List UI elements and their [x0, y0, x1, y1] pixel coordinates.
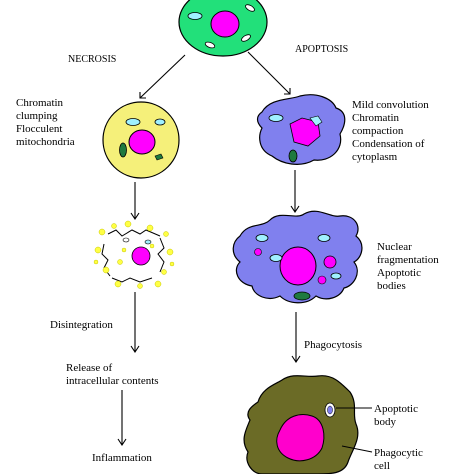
svg-text:Nuclear: Nuclear — [377, 241, 412, 253]
apoptotic-body-label: Apoptotic body — [374, 403, 418, 428]
svg-text:body: body — [374, 416, 397, 428]
necrotic-swollen-cell — [102, 101, 180, 179]
svg-text:cytoplasm: cytoplasm — [352, 151, 398, 163]
phagocytic-cell-label: Phagocytic cell — [374, 447, 423, 472]
svg-text:mitochondria: mitochondria — [16, 136, 75, 148]
svg-text:Chromatin: Chromatin — [352, 112, 400, 124]
necrosis-label: NECROSIS — [68, 54, 116, 65]
apoptosis-label: APOPTOSIS — [295, 44, 348, 55]
apoptosis-stage2-text: Nuclear fragmentation Apoptotic bodies — [377, 241, 439, 292]
phagocyte-pointer-lines — [336, 407, 373, 453]
arrow-necrosis-3 — [117, 390, 127, 446]
svg-text:Phagocytic: Phagocytic — [374, 447, 423, 459]
arrow-necrosis-1 — [130, 182, 140, 220]
arrow-apoptosis-2 — [291, 312, 301, 363]
arrow-apoptosis-1 — [290, 170, 300, 213]
apoptotic-convoluted-cell — [256, 94, 346, 165]
svg-text:Mild convolution: Mild convolution — [352, 99, 429, 111]
disintegration-label: Disintegration — [50, 319, 113, 331]
svg-text:Flocculent: Flocculent — [16, 123, 62, 135]
svg-text:Apoptotic: Apoptotic — [377, 267, 421, 279]
svg-text:Apoptotic: Apoptotic — [374, 403, 418, 415]
svg-text:cell: cell — [374, 460, 390, 472]
svg-text:Chromatin: Chromatin — [16, 97, 64, 109]
release-label: Release of intracellular contents — [66, 362, 159, 387]
arrow-necrosis-2 — [130, 292, 140, 353]
svg-text:bodies: bodies — [377, 280, 406, 292]
inflammation-label: Inflammation — [92, 452, 152, 464]
svg-text:Condensation of: Condensation of — [352, 138, 425, 150]
svg-text:fragmentation: fragmentation — [377, 254, 439, 266]
apoptosis-stage1-text: Mild convolution Chromatin compaction Co… — [352, 99, 429, 163]
necrosis-stage1-text: Chromatin clumping Flocculent mitochondr… — [16, 97, 75, 148]
phagocytic-cell — [243, 375, 359, 474]
svg-text:Release of: Release of — [66, 362, 112, 374]
normal-cell — [178, 0, 268, 57]
svg-text:clumping: clumping — [16, 110, 58, 122]
apoptotic-fragmented-cell — [232, 210, 363, 304]
svg-text:intracellular contents: intracellular contents — [66, 375, 159, 387]
phagocytosis-label: Phagocytosis — [304, 339, 362, 351]
necrotic-disintegrating-cell — [93, 220, 175, 289]
svg-text:compaction: compaction — [352, 125, 404, 137]
branch-arrows — [139, 51, 291, 99]
